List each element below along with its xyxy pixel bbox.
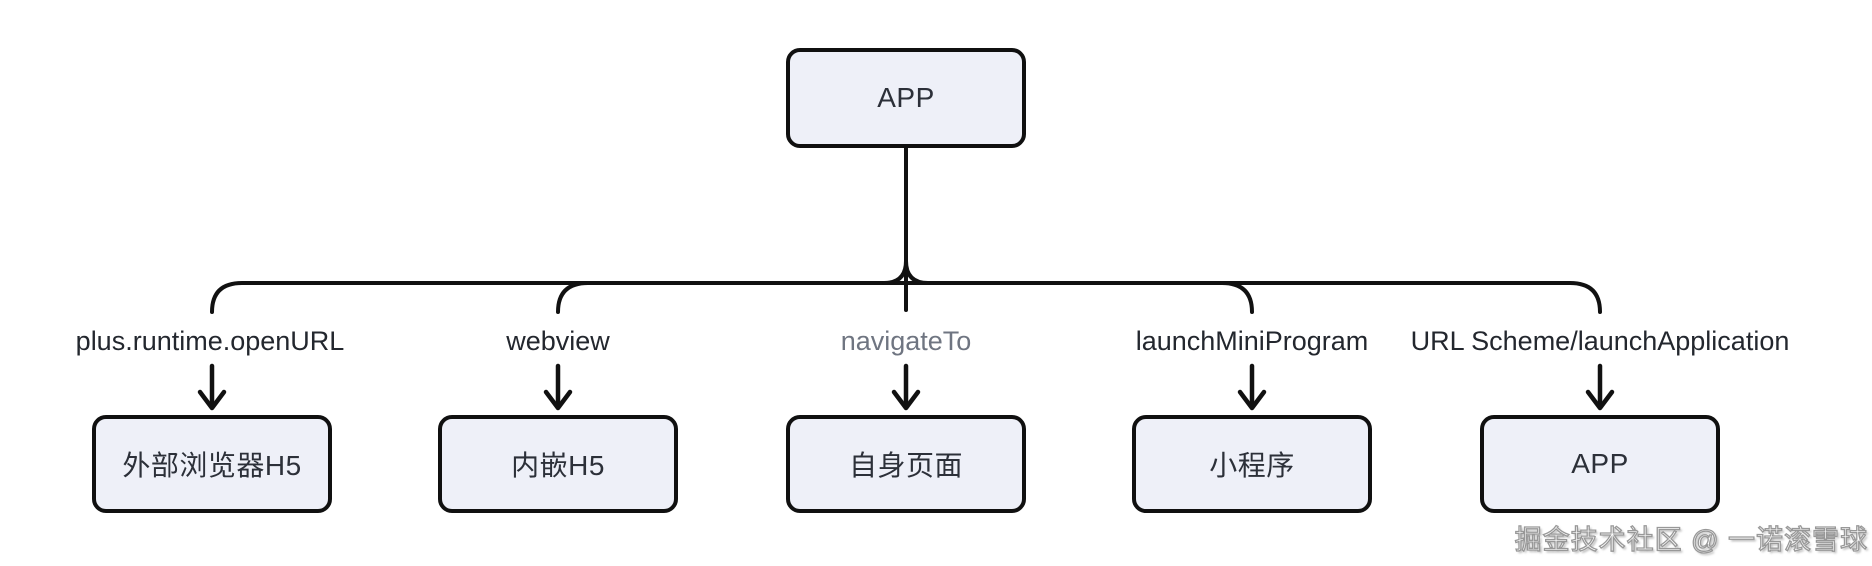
branch-stub-webview <box>556 281 590 314</box>
node-label: 小程序 <box>1209 450 1295 481</box>
node-app-target: APP <box>1480 415 1720 513</box>
branch-stub-launchminiprogram <box>1220 281 1254 314</box>
node-label: 外部浏览器H5 <box>122 450 302 481</box>
node-label: 内嵌H5 <box>511 450 605 481</box>
node-self-page: 自身页面 <box>786 415 1026 513</box>
node-mini-program: 小程序 <box>1132 415 1372 513</box>
node-external-browser-h5: 外部浏览器H5 <box>92 415 332 513</box>
edge-label-navigateto: navigateTo <box>840 326 972 356</box>
node-label: APP <box>1571 448 1629 479</box>
arrow-down-icon <box>1237 363 1267 411</box>
node-embedded-h5: 内嵌H5 <box>438 415 678 513</box>
distribution-line <box>210 281 1602 314</box>
edge-label-launchminiprogram: launchMiniProgram <box>1135 326 1369 356</box>
node-label: APP <box>877 82 935 113</box>
edge-label-webview: webview <box>506 326 610 356</box>
junction-fillet-left <box>882 259 908 285</box>
arrow-down-icon <box>891 363 921 411</box>
edge-label-plus-runtime-openurl: plus.runtime.openURL <box>75 326 345 356</box>
edge-label-url-scheme-launchapplication: URL Scheme/launchApplication <box>1410 326 1790 356</box>
junction-fillet-right <box>904 259 930 285</box>
watermark: 掘金技术社区 @ 一诺滚雪球 <box>1514 524 1868 555</box>
node-app-root: APP <box>786 48 1026 148</box>
node-label: 自身页面 <box>848 450 963 481</box>
arrow-down-icon <box>1585 363 1615 411</box>
arrow-down-icon <box>197 363 227 411</box>
arrow-down-icon <box>543 363 573 411</box>
branch-arrows <box>197 363 1615 411</box>
